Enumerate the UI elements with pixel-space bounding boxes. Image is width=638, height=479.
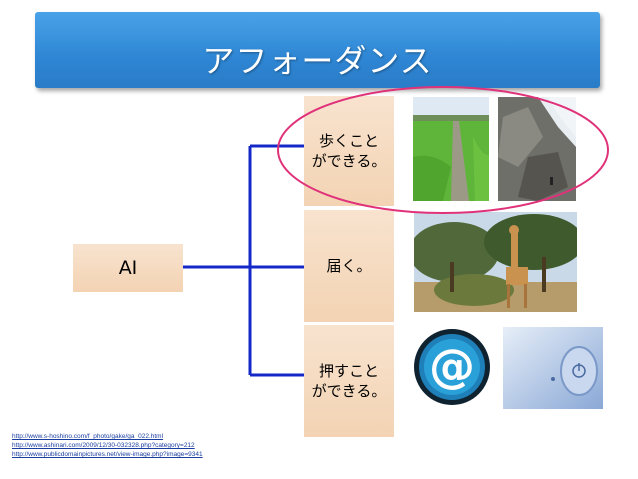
page-title: アフォーダンス xyxy=(202,42,433,80)
giraffe-tree-photo xyxy=(414,212,577,312)
source-link[interactable]: http://www.s-hoshino.com/f_photo/gake/ga… xyxy=(12,433,164,440)
affordance-reach: 届く。 xyxy=(304,210,394,322)
ai-node: AI xyxy=(73,244,183,292)
source-link[interactable]: http://www.publicdomainpictures.net/view… xyxy=(12,451,203,458)
affordance-walk: 歩くこと ができる。 xyxy=(304,96,394,206)
power-button-photo xyxy=(503,327,603,409)
source-links: http://www.s-hoshino.com/f_photo/gake/ga… xyxy=(12,432,203,459)
grass-path-photo xyxy=(413,97,489,201)
title-bar: アフォーダンス xyxy=(35,12,600,88)
at-sign-icon: @ xyxy=(412,327,492,407)
rock-cliff-photo xyxy=(498,97,576,201)
affordance-push: 押すこと ができる。 xyxy=(304,325,394,437)
source-link[interactable]: http://www.ashinari.com/2009/12/30-03232… xyxy=(12,442,195,449)
svg-text:@: @ xyxy=(429,339,475,393)
